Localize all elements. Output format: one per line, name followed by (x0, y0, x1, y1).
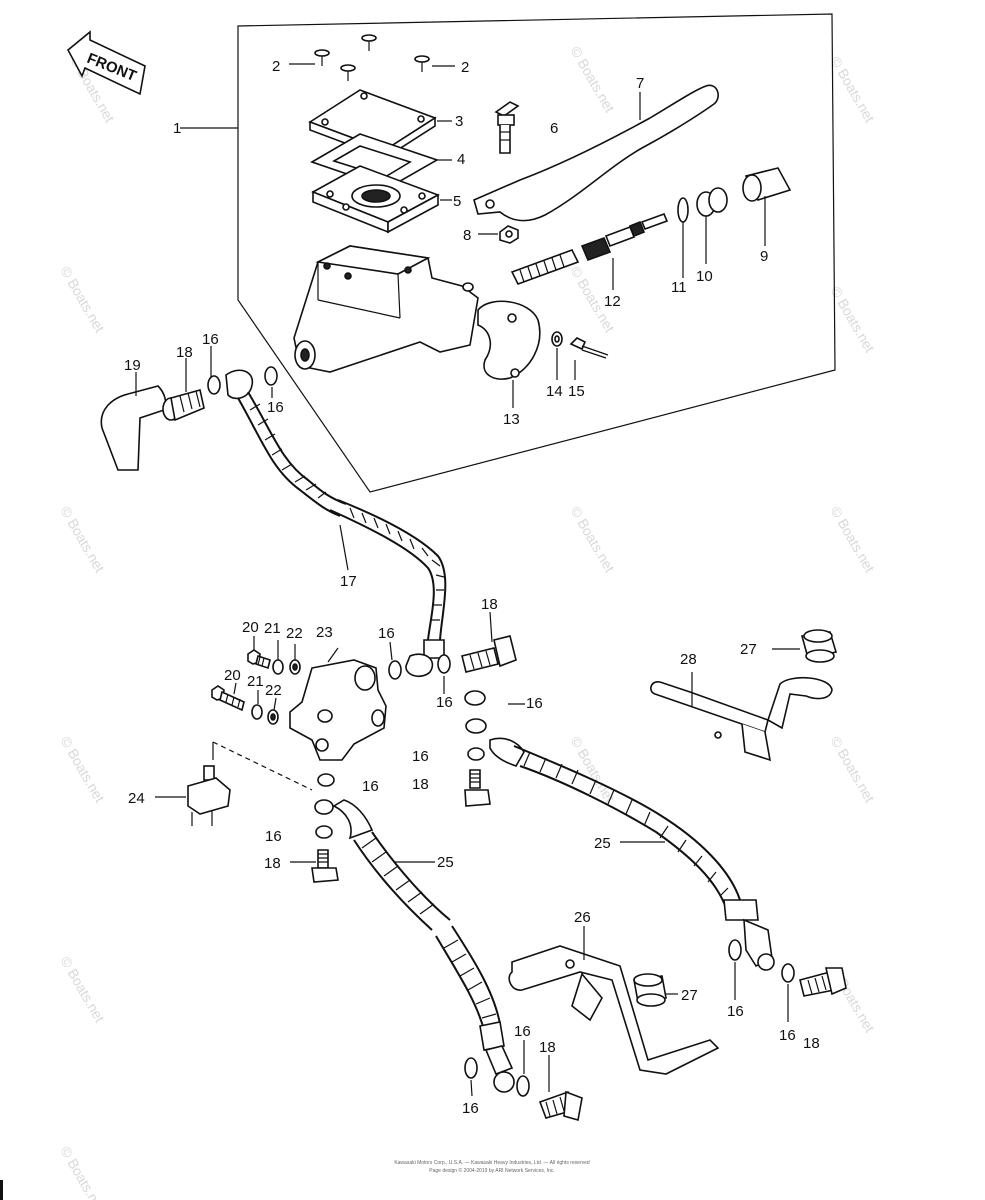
callout-16: 16 (526, 695, 543, 712)
callout-1: 1 (173, 120, 181, 137)
callout-16: 16 (202, 331, 219, 348)
joint-mount-hardware-lower (211, 682, 279, 725)
lower-right-hose-assembly (464, 690, 847, 1022)
callout-16: 16 (436, 694, 453, 711)
callout-13: 13 (503, 411, 520, 428)
joint-mount-hardware-upper (247, 636, 301, 675)
callout-20: 20 (224, 667, 241, 684)
lever-components-9-11 (677, 167, 792, 278)
callout-26: 26 (574, 909, 591, 926)
diaphragm (311, 165, 452, 234)
piston-and-spring (510, 212, 669, 290)
clamp-washer-and-bolt (551, 331, 609, 380)
callout-28: 28 (680, 651, 697, 668)
watermark: © Boats.net (567, 44, 618, 116)
brake-lever (473, 84, 719, 222)
watermark: © Boats.net (57, 734, 108, 806)
callout-9: 9 (760, 248, 768, 265)
callout-10: 10 (696, 268, 713, 285)
callout-27: 27 (740, 641, 757, 658)
callout-27: 27 (681, 987, 698, 1004)
callout-21: 21 (247, 673, 264, 690)
copyright-notice: Kawasaki Motors Corp., U.S.A. — Kawasaki… (394, 1160, 590, 1174)
callout-16: 16 (362, 778, 379, 795)
watermark: © Boats.net (827, 504, 878, 576)
watermark: © Boats.net (57, 1144, 108, 1200)
callout-3: 3 (455, 113, 463, 130)
brake-light-switch (155, 741, 313, 826)
reservoir-screws (289, 34, 455, 81)
watermark: © Boats.net (57, 504, 108, 576)
callout-21: 21 (264, 620, 281, 637)
watermark-layer: © Boats.net © Boats.net © Boats.net © Bo… (57, 44, 878, 1200)
copyright-line-2: Page design © 2004-2019 by ARI Network S… (429, 1167, 554, 1174)
callout-23: 23 (316, 624, 333, 641)
callout-18: 18 (539, 1039, 556, 1056)
callout-2: 2 (272, 58, 280, 75)
watermark: © Boats.net (827, 734, 878, 806)
callout-18: 18 (176, 344, 193, 361)
callout-22: 22 (265, 682, 282, 699)
handlebar-clamp (477, 300, 541, 408)
watermark: © Boats.net (57, 264, 108, 336)
junction-bolt-and-washers (388, 611, 517, 694)
page-edge-mark (0, 1180, 3, 1200)
callout-5: 5 (453, 193, 461, 210)
callout-18: 18 (481, 596, 498, 613)
callout-25: 25 (594, 835, 611, 852)
callout-16: 16 (514, 1023, 531, 1040)
callout-2: 2 (461, 59, 469, 76)
callout-18: 18 (264, 855, 281, 872)
callout-14: 14 (546, 383, 563, 400)
lower-left-hose-assembly (290, 773, 583, 1122)
upper-hose-bracket (650, 629, 838, 762)
callout-7: 7 (636, 75, 644, 92)
callout-4: 4 (457, 151, 465, 168)
callout-24: 24 (128, 790, 145, 807)
callout-6: 6 (550, 120, 558, 137)
front-direction-arrow: FRONT (66, 30, 146, 96)
callout-16: 16 (267, 399, 284, 416)
master-cylinder-assembly-outline (237, 13, 836, 493)
callout-18: 18 (412, 776, 429, 793)
pivot-nut (478, 225, 519, 244)
callout-16: 16 (462, 1100, 479, 1117)
watermark: © Boats.net (567, 504, 618, 576)
watermark: © Boats.net (827, 54, 878, 126)
callout-22: 22 (286, 625, 303, 642)
master-cylinder-body (293, 245, 479, 373)
callout-16: 16 (412, 748, 429, 765)
callout-8: 8 (463, 227, 471, 244)
watermark: © Boats.net (57, 954, 108, 1026)
callout-11: 11 (671, 279, 687, 296)
callout-20: 20 (242, 619, 259, 636)
callout-16: 16 (779, 1027, 796, 1044)
upper-hose-assembly (100, 346, 447, 678)
callout-17: 17 (340, 573, 357, 590)
callout-16: 16 (265, 828, 282, 845)
callout-19: 19 (124, 357, 141, 374)
copyright-line-1: Kawasaki Motors Corp., U.S.A. — Kawasaki… (394, 1160, 590, 1166)
watermark: © Boats.net (567, 734, 618, 806)
callout-15: 15 (568, 383, 585, 400)
callout-16: 16 (378, 625, 395, 642)
lever-pivot-bolt (494, 101, 520, 154)
brake-joint (289, 647, 387, 761)
callout-18: 18 (803, 1035, 820, 1052)
callout-16: 16 (727, 1003, 744, 1020)
callout-25: 25 (437, 854, 454, 871)
lower-hose-bracket (508, 926, 720, 1075)
callout-numbers: 1 2 2 3 4 5 6 7 8 9 10 11 12 13 14 15 16… (124, 58, 820, 1117)
callout-12: 12 (604, 293, 621, 310)
